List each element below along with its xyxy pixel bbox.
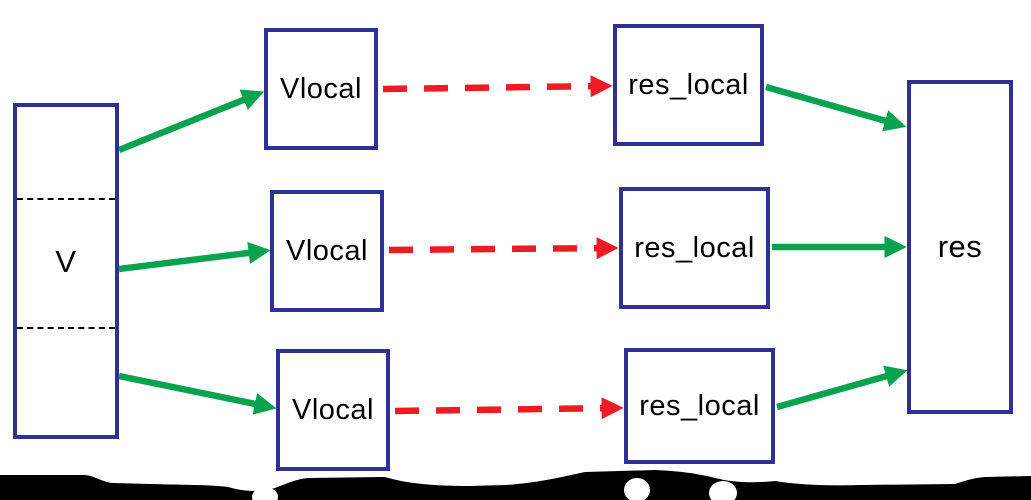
node-vlocal-3-label: Vlocal — [292, 393, 374, 426]
white-blob-artifact — [252, 487, 278, 500]
white-blob-artifact — [624, 478, 650, 500]
red-dashed-arrow-vlocal-to-reslocal-1 — [382, 75, 613, 98]
node-res-label: res — [937, 229, 983, 264]
green-arrow-reslocal-to-res-3 — [776, 365, 908, 411]
black-band-artifact — [0, 470, 1031, 500]
node-vlocal-2-label: Vlocal — [286, 234, 368, 267]
green-arrow-v-to-vlocal-3 — [118, 372, 277, 415]
dashed-divider-1 — [17, 198, 115, 200]
node-v: V — [13, 103, 119, 439]
dashed-divider-2 — [17, 327, 115, 329]
node-vlocal-1: Vlocal — [264, 28, 378, 150]
green-arrow-reslocal-to-res-1 — [765, 83, 907, 132]
green-arrow-v-to-vlocal-1 — [117, 89, 265, 154]
node-vlocal-1-label: Vlocal — [280, 72, 362, 105]
red-dashed-arrow-vlocal-to-reslocal-2 — [388, 237, 619, 260]
node-vlocal-3: Vlocal — [276, 349, 390, 471]
node-reslocal-1: res_local — [613, 24, 764, 146]
node-vlocal-2: Vlocal — [270, 190, 384, 312]
node-reslocal-1-label: res_local — [628, 68, 749, 101]
node-v-label: V — [55, 244, 77, 279]
node-reslocal-3-label: res_local — [639, 389, 760, 422]
node-reslocal-2-label: res_local — [634, 231, 755, 264]
node-res: res — [907, 80, 1013, 414]
node-reslocal-2: res_local — [619, 187, 770, 309]
node-reslocal-3: res_local — [624, 348, 775, 464]
white-blob-artifact — [709, 481, 737, 500]
green-arrow-v-to-vlocal-2 — [118, 241, 271, 273]
red-dashed-arrow-vlocal-to-reslocal-3 — [394, 397, 624, 420]
